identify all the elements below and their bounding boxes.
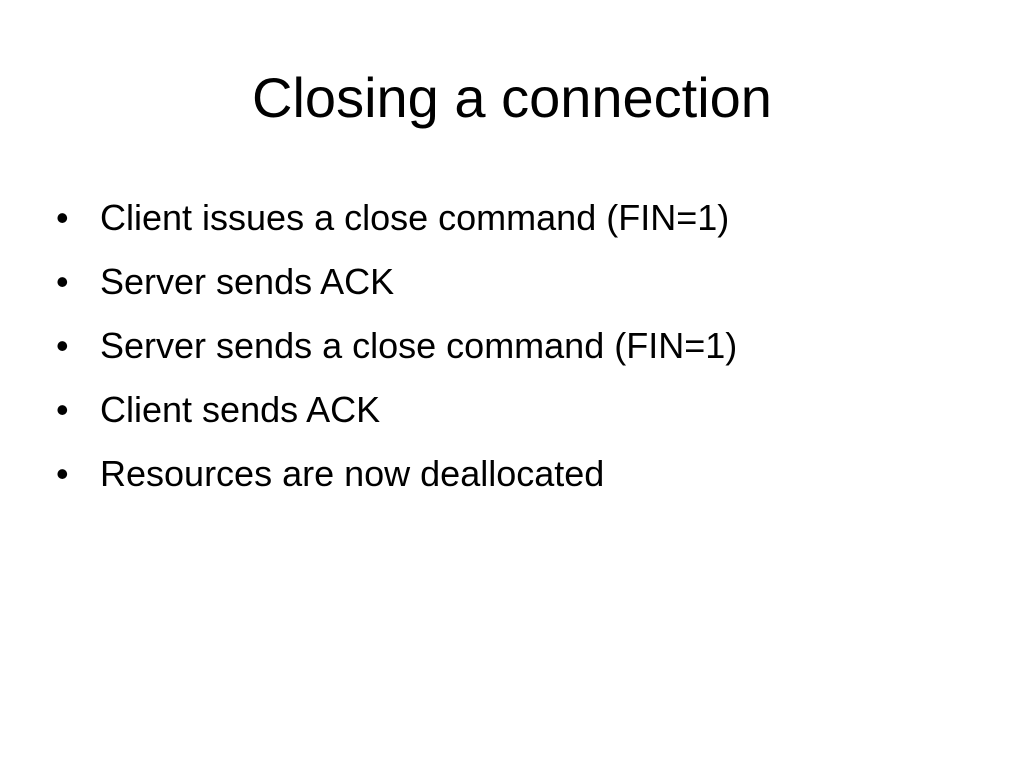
bullet-item: • Client issues a close command (FIN=1) — [56, 186, 986, 250]
bullet-item: • Server sends ACK — [56, 250, 986, 314]
bullet-marker: • — [56, 197, 69, 238]
bullet-item: • Resources are now deallocated — [56, 442, 986, 506]
bullet-text: Server sends a close command (FIN=1) — [100, 325, 738, 366]
bullet-marker: • — [56, 453, 69, 494]
bullet-text: Client sends ACK — [100, 389, 381, 430]
bullet-item: • Client sends ACK — [56, 378, 986, 442]
bullet-marker: • — [56, 389, 69, 430]
bullet-text: Resources are now deallocated — [100, 453, 605, 494]
bullet-item: • Server sends a close command (FIN=1) — [56, 314, 986, 378]
bullet-list: • Client issues a close command (FIN=1) … — [56, 186, 986, 506]
bullet-marker: • — [56, 261, 69, 302]
bullet-text: Client issues a close command (FIN=1) — [100, 197, 730, 238]
bullet-marker: • — [56, 325, 69, 366]
bullet-text: Server sends ACK — [100, 261, 395, 302]
slide-title: Closing a connection — [252, 66, 772, 129]
